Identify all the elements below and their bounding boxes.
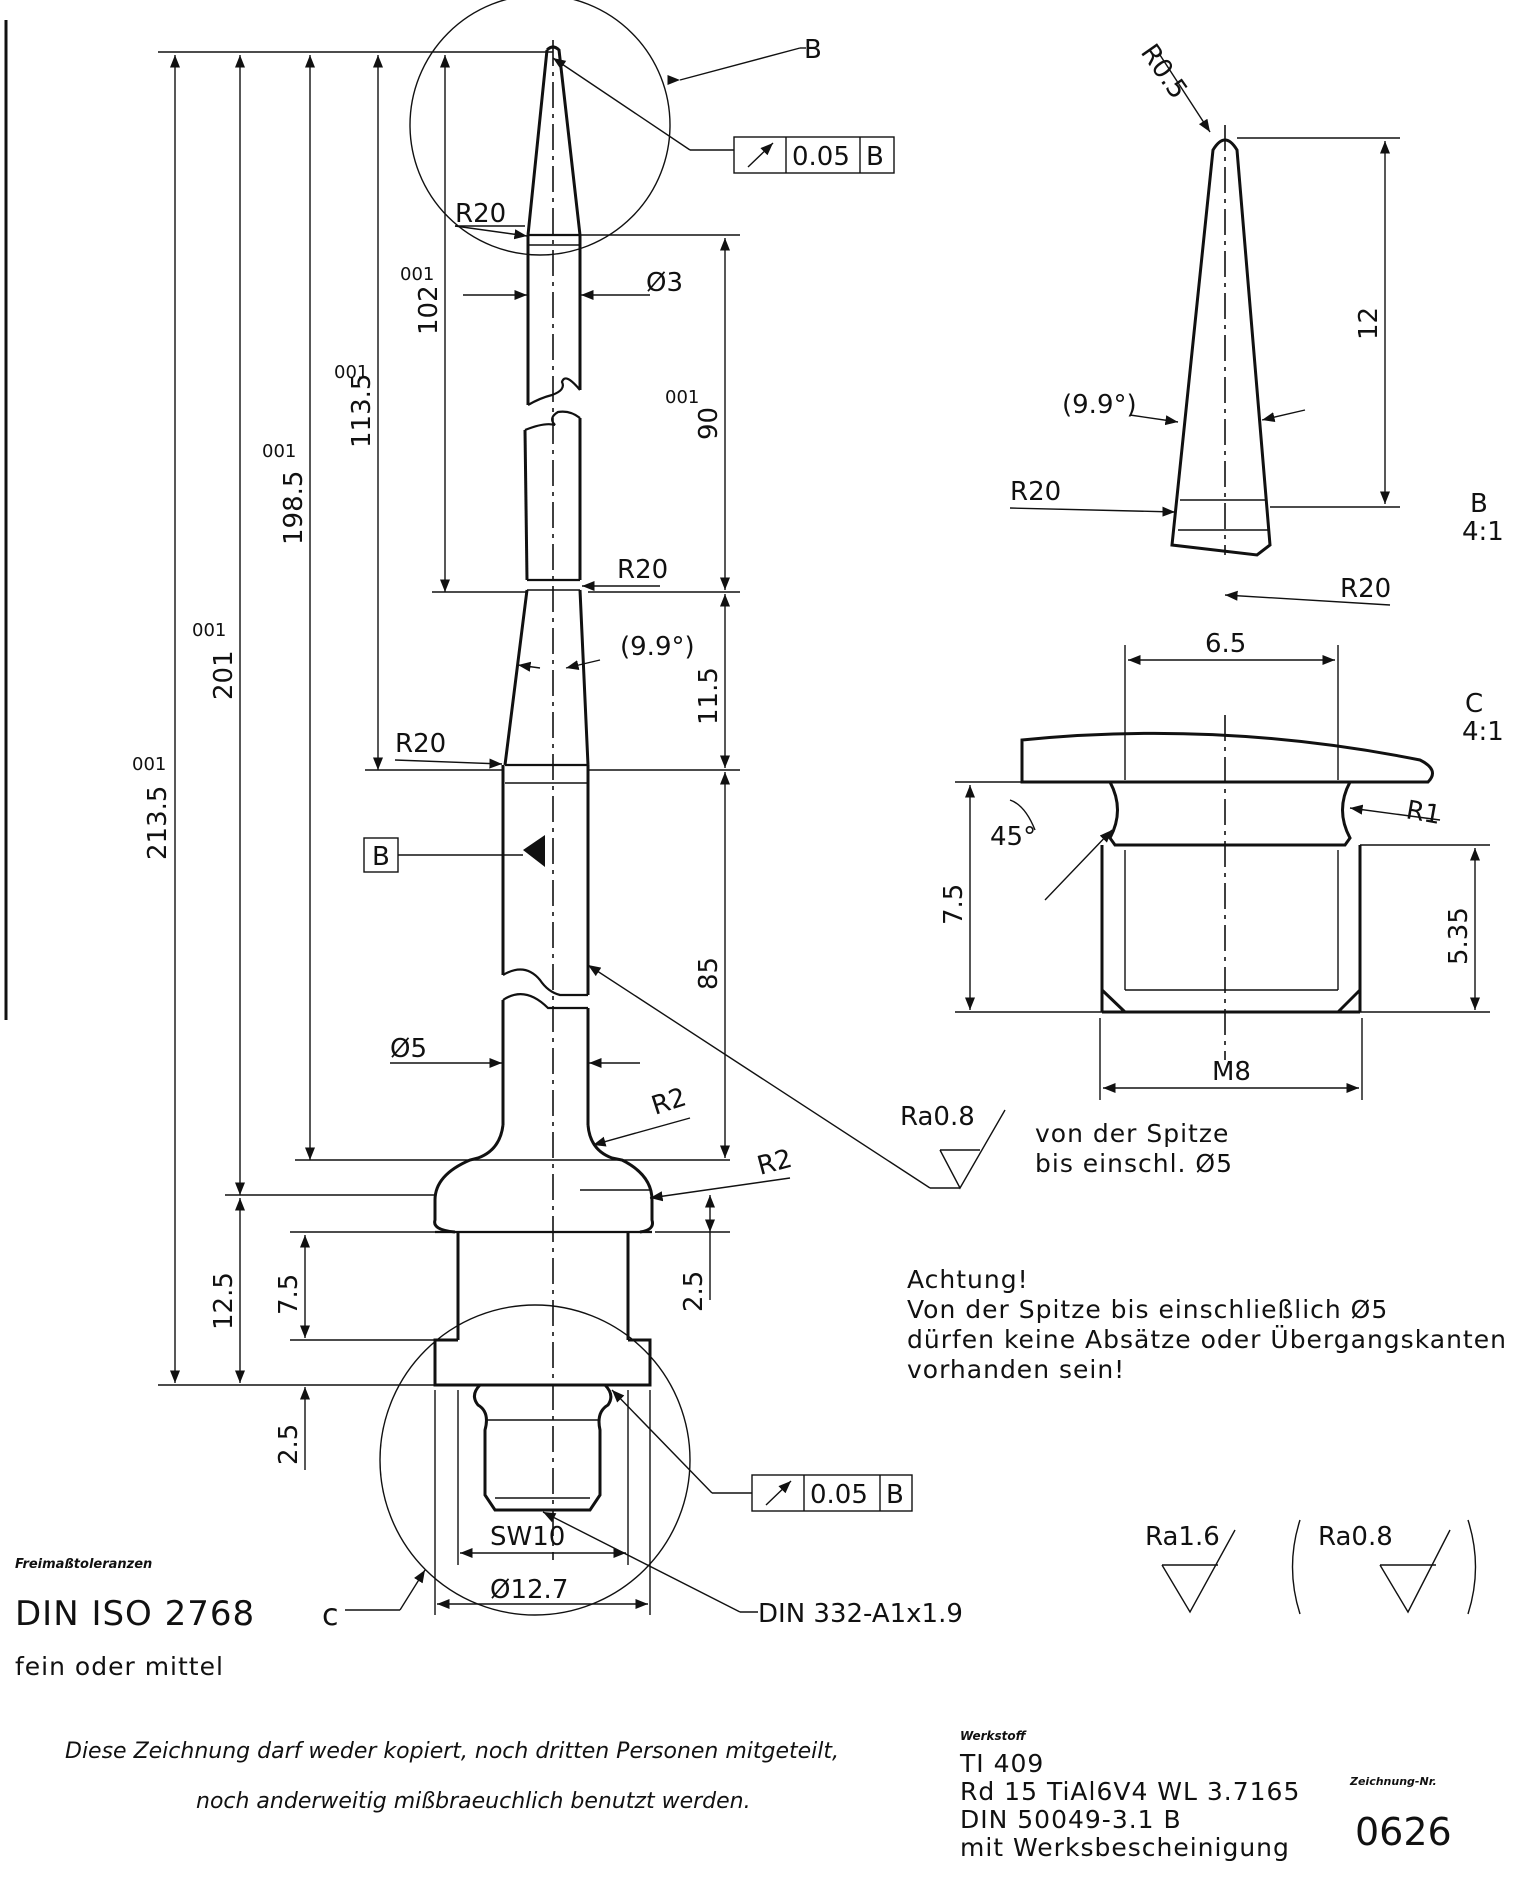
dim-198-prefix: 001 [262,441,296,462]
detail-c-thread: M8 [1212,1057,1251,1087]
copyright-line-1: Diese Zeichnung darf weder kopiert, noch… [65,1739,839,1764]
detail-b-scale: 4:1 [1462,517,1504,547]
dim-11-5: 11.5 [694,667,724,725]
detail-c-label: C [1465,689,1483,719]
material-line-2: Rd 15 TiAl6V4 WL 3.7165 [960,1777,1300,1806]
tolerance-top-datum: B [866,142,884,172]
drawing-no-label: Zeichnung-Nr. [1349,1775,1437,1788]
dim-85: 85 [694,957,724,990]
lower-left-dimensions: 12.5 7.5 2.5 [209,1198,458,1470]
r20-label-1: R20 [455,199,506,229]
detail-c-height: 7.5 [939,884,969,925]
warning-line-1: Von der Spitze bis einschließlich Ø5 [907,1295,1388,1324]
runout-tolerance-bottom: 0.05 B [611,1389,913,1512]
title-block: Werkstoff TI 409 Rd 15 TiAl6V4 WL 3.7165… [959,1729,1452,1862]
spec-line-1: von der Spitze [1035,1119,1229,1148]
callout-b-label: B [804,35,822,65]
sw10-label: SW10 [490,1522,565,1552]
d5-label: Ø5 [390,1034,427,1064]
detail-c-scale: 4:1 [1462,717,1504,747]
dim-113: 113.5 [347,374,377,448]
detail-b-view: 12 R0.5 (9.9°) R20 R20 B 4:1 [1009,39,1504,606]
material-line-1: TI 409 [959,1749,1044,1778]
detail-c-view: 6.5 7.5 5.35 M8 45° R1 C 4:1 [939,629,1504,1100]
spec-line-2: bis einschl. Ø5 [1035,1149,1233,1178]
material-line-3: DIN 50049-3.1 B [960,1805,1182,1834]
angle-label-main: (9.9°) [620,632,695,662]
dim-7-5: 7.5 [274,1274,304,1315]
detail-b-tip-radius: R0.5 [1134,39,1193,105]
datum-b: B [363,837,523,873]
ra-0-8-alt-label: Ra0.8 [1318,1522,1393,1552]
runout-tolerance-top: 0.05 B [552,57,895,174]
dim-213-prefix: 001 [132,754,166,775]
dim-2-5-right: 2.5 [679,1271,709,1312]
tolerance-top-value: 0.05 [792,142,850,172]
dim-102-prefix: 001 [400,264,434,285]
dim-213: 213.5 [143,786,173,860]
dim-113-prefix: 001 [334,362,368,383]
detail-c-thread-depth: 5.35 [1444,907,1474,965]
main-part-view [379,0,691,1616]
detail-b-r20-2: R20 [1340,574,1391,604]
r2-label-1: R2 [648,1082,690,1121]
drawing-no: 0626 [1355,1810,1452,1854]
left-dimensions: 001 213.5 001 201 001 198.5 001 113.5 00… [132,51,730,1386]
warning-title: Achtung! [907,1265,1029,1294]
d3-label: Ø3 [646,268,683,298]
d12-7-label: Ø12.7 [490,1575,568,1605]
thread-note: DIN 332-A1x1.9 [758,1599,963,1629]
dim-198: 198.5 [279,471,309,545]
callout-b: B [679,35,822,81]
datum-b-label: B [372,842,390,872]
copyright-line-2: noch anderweitig mißbraeuchlich benutzt … [196,1789,751,1814]
warning-line-3: vorhanden sein! [907,1355,1125,1384]
dim-201: 201 [209,650,239,700]
ra-0-8-main-label: Ra0.8 [900,1102,975,1132]
warning-note: Achtung! Von der Spitze bis einschließli… [907,1265,1507,1384]
surface-finish-main: Ra0.8 von der Spitze bis einschl. Ø5 [587,964,1233,1190]
r2-label-2: R2 [754,1144,795,1182]
detail-c-angle: 45° [990,822,1036,852]
r20-label-3: R20 [395,729,446,759]
material-line-4: mit Werksbescheinigung [960,1833,1290,1862]
dim-201-prefix: 001 [192,620,226,641]
detail-b-label: B [1470,489,1488,519]
detail-c-width: 6.5 [1205,629,1246,659]
tolerance-subtitle: fein oder mittel [15,1652,224,1681]
r20-label-2: R20 [617,555,668,585]
main-annotations: R20 Ø3 R20 (9.9°) R20 Ø5 R2 R2 [390,199,795,1202]
tolerance-bottom-datum: B [886,1480,904,1510]
dim-90-prefix: 001 [665,387,699,408]
right-dimensions: 001 90 11.5 85 2.5 [580,234,740,1312]
tolerance-standard: DIN ISO 2768 [15,1594,255,1634]
dim-2-5-left: 2.5 [274,1424,304,1465]
bottom-dimensions: SW10 Ø12.7 DIN 332-A1x1.9 [345,1390,963,1629]
warning-line-2: dürfen keine Absätze oder Übergangskante… [907,1325,1507,1354]
detail-b-length: 12 [1354,307,1384,340]
tolerance-bottom-value: 0.05 [810,1480,868,1510]
dim-102: 102 [414,285,444,335]
dim-90: 90 [694,407,724,440]
detail-c-radius: R1 [1404,795,1443,831]
dim-12-5: 12.5 [209,1272,239,1330]
tolerance-class: c [322,1598,340,1633]
general-surface-finish: Ra1.6 Ra0.8 [1145,1519,1477,1615]
detail-b-angle: (9.9°) [1062,390,1137,420]
ra-1-6-label: Ra1.6 [1145,1522,1220,1552]
copyright-note: Diese Zeichnung darf weder kopiert, noch… [65,1739,839,1814]
werkstoff-label: Werkstoff [960,1729,1027,1743]
general-tolerances: Freimaßtoleranzen DIN ISO 2768 c fein od… [15,1557,340,1681]
detail-b-r20-1: R20 [1010,477,1061,507]
tolerance-caption: Freimaßtoleranzen [15,1557,152,1572]
